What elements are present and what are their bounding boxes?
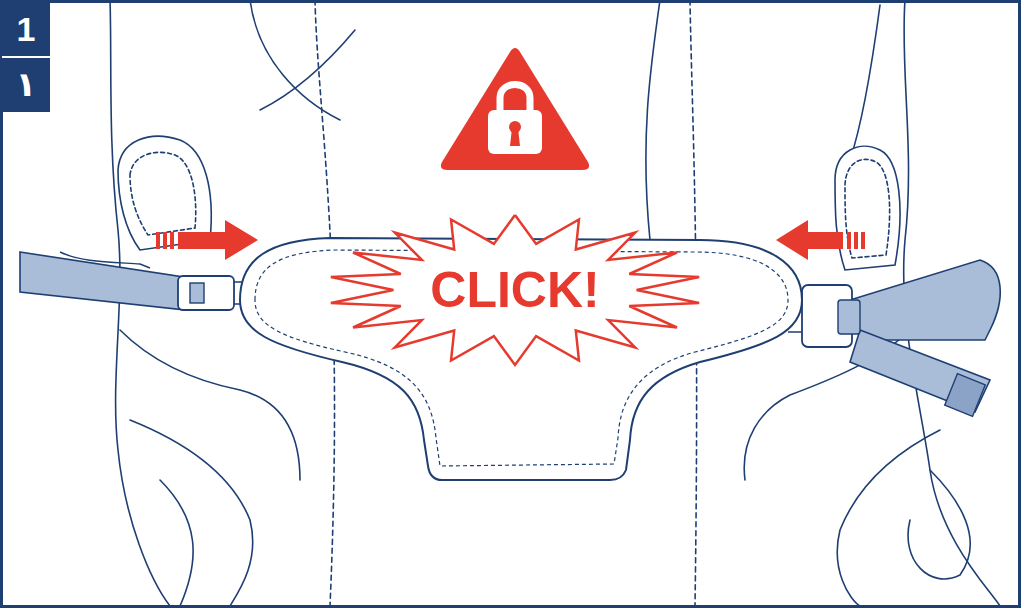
panel-line: [646, 0, 660, 240]
fold-line: [908, 470, 970, 579]
step-number-box: 1١: [2, 2, 50, 112]
strap-loop-stitch: [845, 159, 890, 258]
step-number: 1: [2, 2, 50, 57]
keyhole: [510, 128, 520, 146]
carrier-outline: [110, 0, 1000, 606]
lock-body: [488, 110, 542, 154]
arrow-bar: [847, 232, 851, 249]
left-waist-strap: [20, 252, 250, 310]
starburst-outline: [331, 215, 699, 365]
lock-shackle: [500, 85, 530, 113]
strap-band: [20, 252, 190, 310]
strap-band: [850, 260, 1000, 340]
strap-loop: [835, 146, 900, 270]
panel-line: [850, 5, 880, 160]
arrow-bar: [854, 232, 858, 249]
waist-pad: [240, 238, 802, 480]
arrow-bar: [170, 232, 174, 249]
strap-tail: [60, 252, 150, 268]
warning-triangle: [441, 48, 589, 170]
buckle: [178, 276, 234, 310]
arrow-bar: [163, 232, 167, 249]
fold-line: [130, 420, 253, 606]
click-text: CLICK!: [430, 265, 599, 315]
divider: [2, 56, 50, 58]
strap-end: [945, 374, 986, 417]
arrow-bar: [861, 232, 865, 249]
strap-loop-stitch: [130, 152, 196, 235]
fold-line: [837, 430, 940, 606]
arrow-head: [178, 220, 258, 260]
step-number: ١: [2, 57, 50, 112]
click-starburst: CLICK!: [325, 212, 705, 368]
lock-warning-symbol: [441, 48, 589, 170]
buckle-slot: [190, 283, 204, 303]
arrow-head: [776, 220, 843, 260]
panel-line: [260, 30, 355, 110]
right-waist-strap: [788, 260, 1000, 416]
fold-line: [120, 330, 300, 480]
arrow-bar: [156, 232, 160, 249]
buckle-slide: [838, 300, 860, 334]
fold-line: [160, 480, 193, 606]
